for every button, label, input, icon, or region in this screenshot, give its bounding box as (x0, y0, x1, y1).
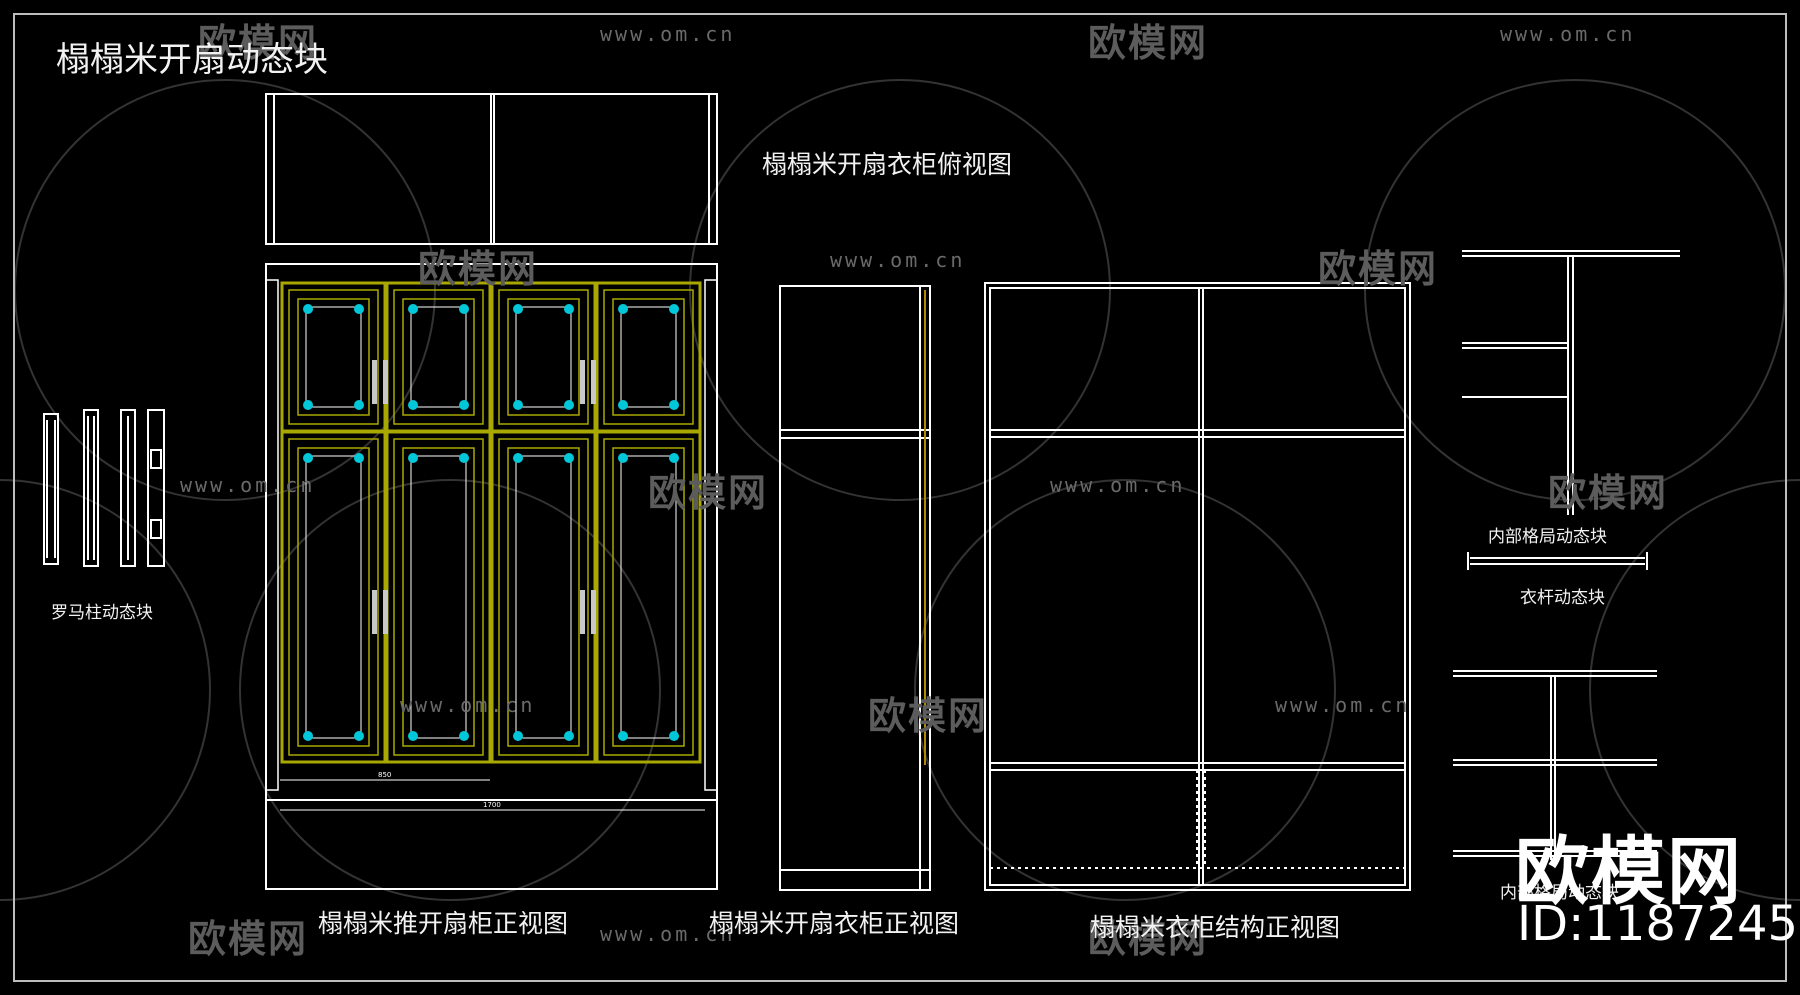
corner-ornament (354, 453, 364, 463)
corner-ornament (513, 731, 523, 741)
corner-ornament (564, 400, 574, 410)
watermark-url: www.om.cn (1050, 473, 1186, 497)
watermark-brand: 欧模网 (1548, 471, 1669, 515)
push-door-front-drawing (265, 263, 718, 890)
watermark-url: www.om.cn (600, 922, 736, 946)
top-view-drawing (265, 93, 718, 245)
corner-ornament (564, 304, 574, 314)
corner-ornament (303, 400, 313, 410)
watermark-brand: 欧模网 (1088, 21, 1209, 65)
door-handle (580, 360, 585, 404)
hanger-rod-drawing (1467, 552, 1648, 570)
door-handle (591, 590, 596, 634)
corner-ornament (618, 453, 628, 463)
dimension-total-width: 1700 (483, 801, 501, 809)
corner-ornament (408, 304, 418, 314)
corner-ornament (459, 400, 469, 410)
watermark-brand: 欧模网 (418, 247, 539, 291)
label-internal-layout-1: 内部格局动态块 (1488, 527, 1607, 547)
watermark-brand: 欧模网 (188, 917, 309, 961)
corner-ornament (618, 731, 628, 741)
door-handle (372, 590, 377, 634)
label-internal-layout-2: 内部格局动态块 (1500, 883, 1619, 903)
brand-logo: 欧模网 (1515, 829, 1743, 915)
corner-ornament (618, 304, 628, 314)
watermark-brand: 欧模网 (198, 21, 319, 65)
label-top-view: 榻榻米开扇衣柜俯视图 (762, 150, 1013, 179)
corner-ornament (459, 304, 469, 314)
roman-column-drawing (43, 409, 165, 567)
corner-ornament (303, 453, 313, 463)
corner-ornament (408, 453, 418, 463)
drawing-border (13, 13, 1787, 982)
corner-ornament (669, 453, 679, 463)
corner-ornament (459, 453, 469, 463)
door-handle (580, 590, 585, 634)
internal-layout-drawing-2 (1453, 670, 1657, 860)
corner-ornament (669, 400, 679, 410)
label-hanger-rod: 衣杆动态块 (1520, 588, 1605, 608)
corner-ornament (354, 400, 364, 410)
watermark-url: www.om.cn (1500, 22, 1636, 46)
corner-ornament (303, 731, 313, 741)
watermark-url: www.om.cn (180, 473, 316, 497)
corner-ornament (408, 731, 418, 741)
watermark-url: www.om.cn (830, 248, 966, 272)
swing-front-drawing (779, 285, 931, 891)
label-push-door-front: 榻榻米推开扇柜正视图 (318, 909, 569, 938)
corner-ornament (354, 731, 364, 741)
model-id: ID:1187245 (1517, 896, 1799, 952)
corner-ornament (564, 731, 574, 741)
watermark-url: www.om.cn (400, 693, 536, 717)
watermark-brand: 欧模网 (1088, 917, 1209, 961)
dimension-door-width: 850 (378, 771, 392, 779)
label-structure-front: 榻榻米衣柜结构正视图 (1090, 913, 1341, 942)
door-handle (383, 590, 388, 634)
watermark-url: www.om.cn (1275, 693, 1411, 717)
door-handle (591, 360, 596, 404)
corner-ornament (618, 400, 628, 410)
corner-ornament (408, 400, 418, 410)
corner-ornament (513, 304, 523, 314)
corner-ornament (564, 453, 574, 463)
corner-ornament (303, 304, 313, 314)
door-handle (372, 360, 377, 404)
internal-layout-drawing-1 (1462, 250, 1680, 515)
label-swing-front: 榻榻米开扇衣柜正视图 (709, 909, 960, 938)
corner-ornament (669, 304, 679, 314)
structure-front-drawing (984, 282, 1411, 891)
corner-ornament (513, 400, 523, 410)
corner-ornament (354, 304, 364, 314)
door-panel (595, 430, 702, 764)
watermark-url: www.om.cn (600, 22, 736, 46)
page-title: 榻榻米开扇动态块 (56, 40, 328, 80)
door-handle (383, 360, 388, 404)
label-roman-column: 罗马柱动态块 (51, 603, 153, 623)
corner-ornament (513, 453, 523, 463)
watermark-brand: 欧模网 (868, 694, 989, 738)
corner-ornament (459, 731, 469, 741)
watermark-brand: 欧模网 (648, 471, 769, 515)
corner-ornament (669, 731, 679, 741)
watermark-brand: 欧模网 (1318, 247, 1439, 291)
